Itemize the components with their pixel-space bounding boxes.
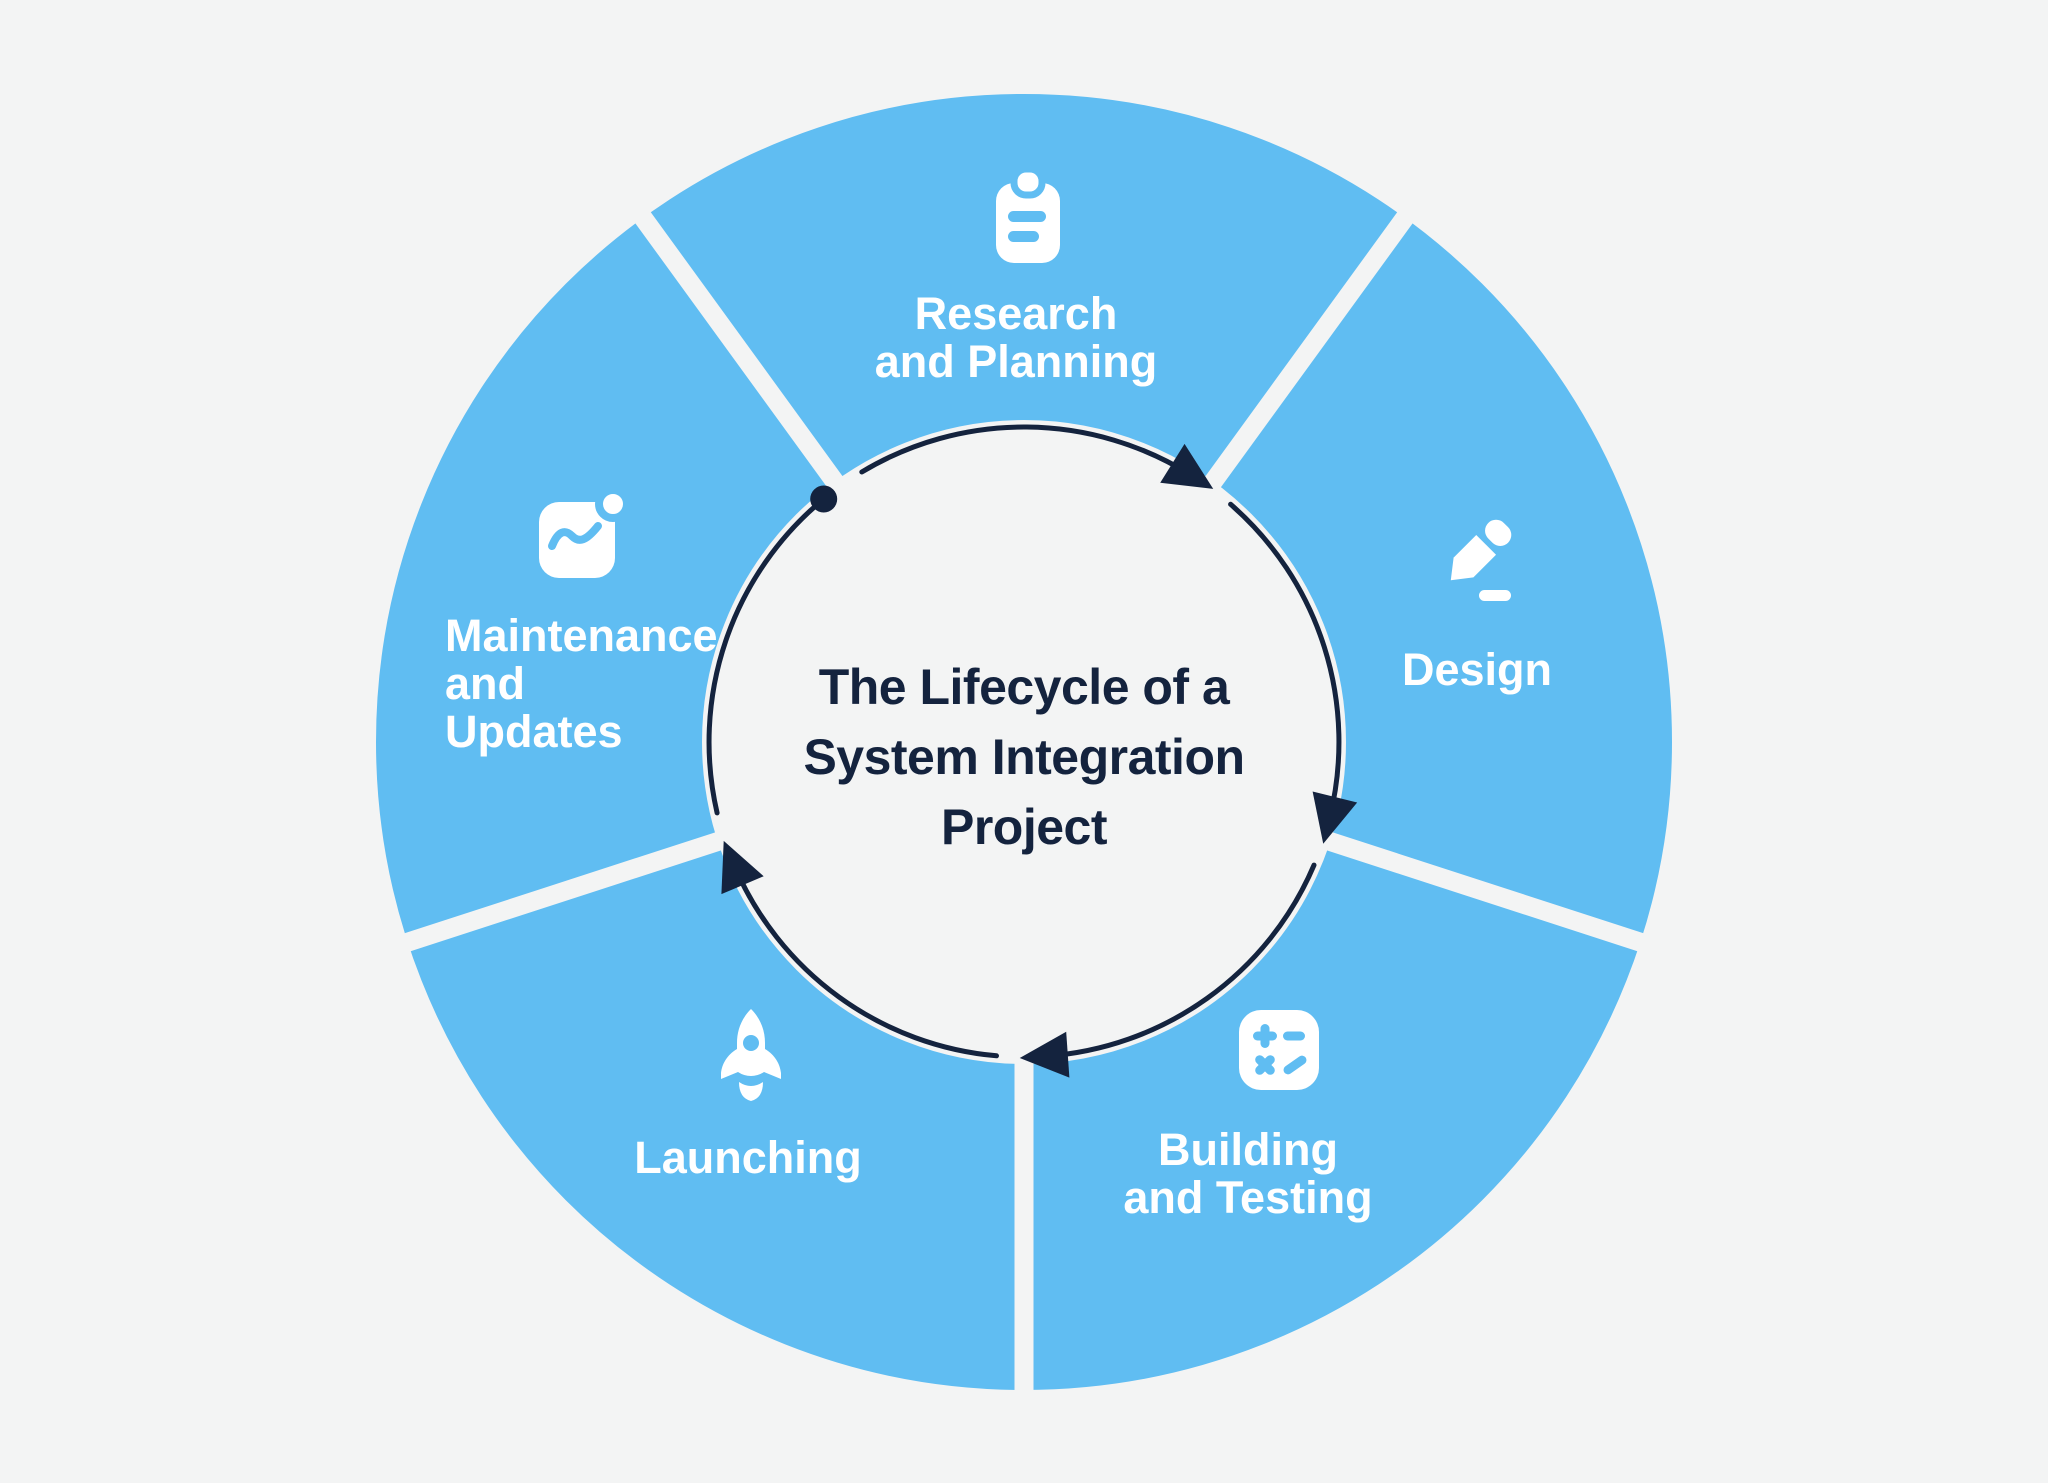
segment-divider [355, 822, 752, 968]
diagram-title-line: Project [940, 799, 1108, 855]
segment-label-line: and Planning [874, 336, 1158, 387]
diagram-title-line: The Lifecycle of a [818, 659, 1230, 715]
cycle-start-dot [810, 485, 838, 513]
diagram-title: The Lifecycle of a System Integration Pr… [694, 652, 1354, 862]
segment-label-research-and-planning: Research and Planning [766, 290, 1266, 386]
segment-divider [1296, 822, 1693, 968]
diagram-title-line: System Integration [803, 729, 1245, 785]
calculator-icon [1237, 1008, 1321, 1092]
segment-label-line: Launching [634, 1132, 862, 1183]
pencil-icon [1427, 519, 1522, 609]
segment-dividers [355, 170, 1693, 1442]
segment-label-line: Maintenance [445, 610, 718, 661]
clipboard-icon [988, 167, 1068, 267]
cycle-arc-design [1228, 501, 1358, 844]
segment-label-line: and [445, 658, 526, 709]
rocket-icon [711, 1007, 791, 1101]
segment-label-line: Research [914, 288, 1118, 339]
segment-divider [1186, 170, 1444, 513]
segment-divider [604, 170, 862, 513]
cycle-arc-building [1019, 862, 1317, 1078]
segment-label-line: Design [1401, 644, 1553, 695]
segment-label-maintenance-and-updates: Maintenance and Updates [445, 612, 775, 756]
cycle-arc-launching [721, 840, 999, 1059]
cycle-arc-research [859, 424, 1214, 489]
cycle-arcs [706, 424, 1358, 1078]
segment-label-line: Updates [445, 706, 623, 757]
cycle-arc-maintenance [706, 496, 827, 816]
segment-label-line: Building [1158, 1124, 1338, 1175]
segment-label-launching: Launching [598, 1134, 898, 1182]
segment-label-building-and-testing: Building and Testing [1048, 1126, 1448, 1222]
segment-label-line: and Testing [1123, 1172, 1373, 1223]
segment-label-design: Design [1327, 646, 1627, 694]
trend-chart-icon [537, 488, 631, 580]
